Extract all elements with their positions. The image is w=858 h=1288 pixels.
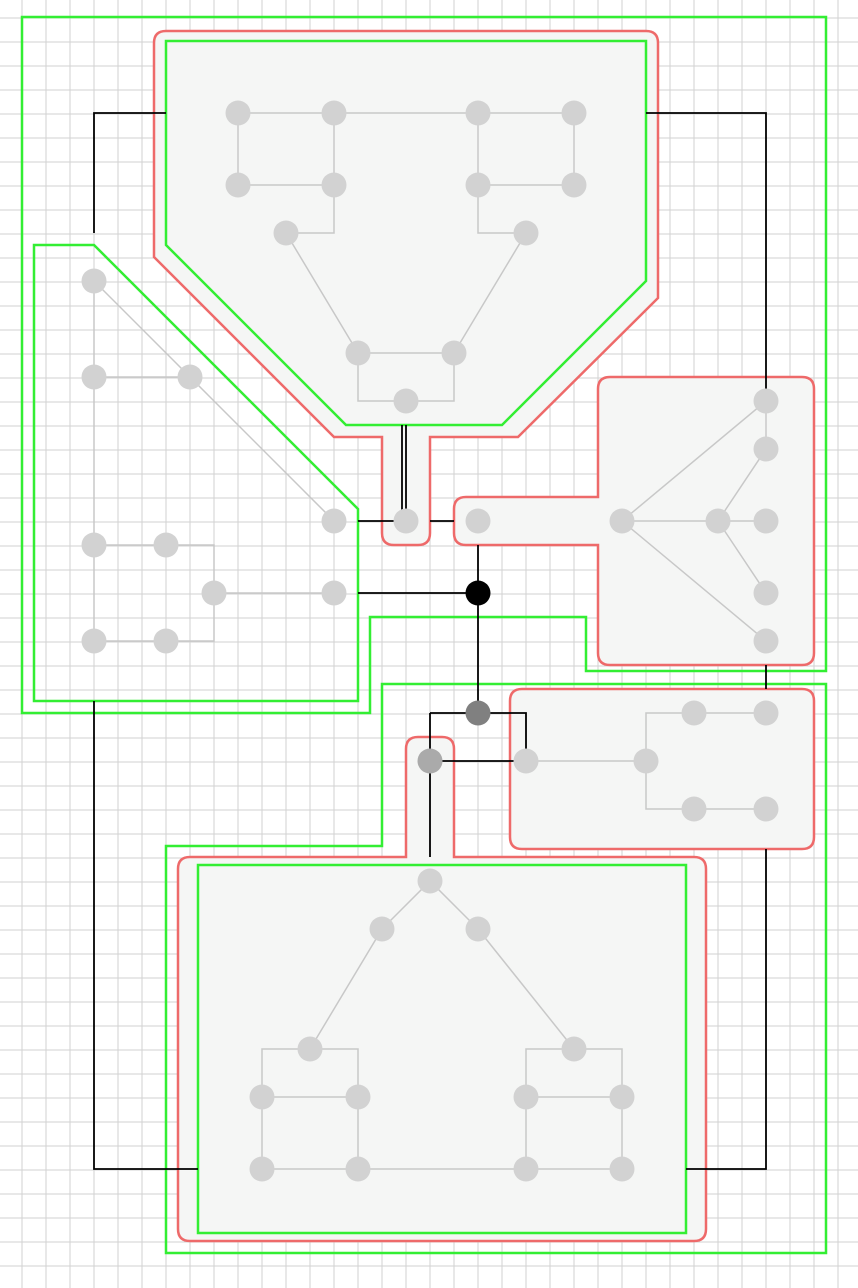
graph-node (441, 340, 467, 366)
inner-edge (574, 1048, 623, 1169)
inner-edge (286, 185, 335, 234)
inner-edge (310, 1048, 359, 1169)
graph-node (81, 628, 107, 654)
main-edge (430, 712, 527, 761)
graph-node (297, 1036, 323, 1062)
main-edge-layer (93, 112, 767, 1170)
graph-node (321, 580, 347, 606)
inner-edge (621, 400, 767, 522)
graph-node (81, 364, 107, 390)
node-layer (81, 100, 779, 1182)
graph-node (321, 100, 347, 126)
graph-node (753, 580, 779, 606)
main-edge (646, 112, 767, 389)
cluster-bottom-inner (196, 863, 688, 1235)
graph-node (561, 172, 587, 198)
graph-node (81, 532, 107, 558)
cluster-outer-bottom (164, 682, 828, 1255)
graph-node (753, 388, 779, 414)
inner-edge (357, 353, 406, 402)
graph-node (681, 796, 707, 822)
graph-node (81, 268, 107, 294)
graph-node (561, 100, 587, 126)
graph-node (345, 340, 371, 366)
graph-node-connector (417, 748, 443, 774)
graph-node (369, 916, 395, 942)
graph-node (225, 172, 251, 198)
graph-node (273, 220, 299, 246)
graph-node (465, 172, 491, 198)
graph-node (465, 916, 491, 942)
inner-edge (717, 448, 767, 522)
inner-edge (309, 928, 383, 1050)
inner-edge (717, 520, 767, 594)
inner-edge (285, 232, 359, 354)
graph-node (201, 580, 227, 606)
inner-edge-layer (93, 112, 767, 1170)
graph-node (153, 532, 179, 558)
graph-node (609, 1156, 635, 1182)
graph-node (513, 1156, 539, 1182)
inner-edge (453, 232, 527, 354)
inner-edge (93, 280, 335, 522)
graph-node (465, 100, 491, 126)
graph-node (561, 1036, 587, 1062)
graph-node (345, 1084, 371, 1110)
inner-edge (621, 520, 767, 642)
graph-node (225, 100, 251, 126)
inner-edge (525, 1048, 574, 1169)
inner-edge (477, 928, 575, 1050)
inner-edge (406, 353, 455, 402)
graph-node (345, 1156, 371, 1182)
inner-edge (645, 761, 694, 810)
inner-edge (477, 185, 526, 234)
cluster-layer (20, 15, 828, 1255)
region-top (152, 29, 660, 547)
main-edge (93, 112, 166, 233)
graph-node (705, 508, 731, 534)
graph-node (681, 700, 707, 726)
main-edge (93, 701, 198, 1170)
graph-node (753, 796, 779, 822)
main-edge (686, 849, 767, 1170)
graph-node (321, 172, 347, 198)
graph-node (153, 628, 179, 654)
graph-node (753, 436, 779, 462)
graph-node (513, 220, 539, 246)
graph-node (417, 868, 443, 894)
inner-edge (261, 1048, 310, 1169)
graph-node-key (465, 580, 491, 606)
graph-node (609, 1084, 635, 1110)
region-layer (152, 29, 816, 1243)
graph-node (753, 628, 779, 654)
cluster-top-inner (164, 39, 648, 427)
graph-node (633, 748, 659, 774)
graph-node (513, 748, 539, 774)
region-bottom (176, 735, 708, 1243)
graph-node (321, 508, 347, 534)
graph-node (393, 508, 419, 534)
graph-node (177, 364, 203, 390)
graph-node (393, 388, 419, 414)
graph-node (609, 508, 635, 534)
graph-node (513, 1084, 539, 1110)
inner-edge (645, 712, 694, 761)
graph-node (753, 508, 779, 534)
graph-node (249, 1156, 275, 1182)
graph-node-hub (465, 700, 491, 726)
cluster-left (32, 243, 360, 703)
graph-node (753, 700, 779, 726)
graph-node (465, 508, 491, 534)
cluster-outer-top (20, 15, 828, 715)
graph-node (249, 1084, 275, 1110)
